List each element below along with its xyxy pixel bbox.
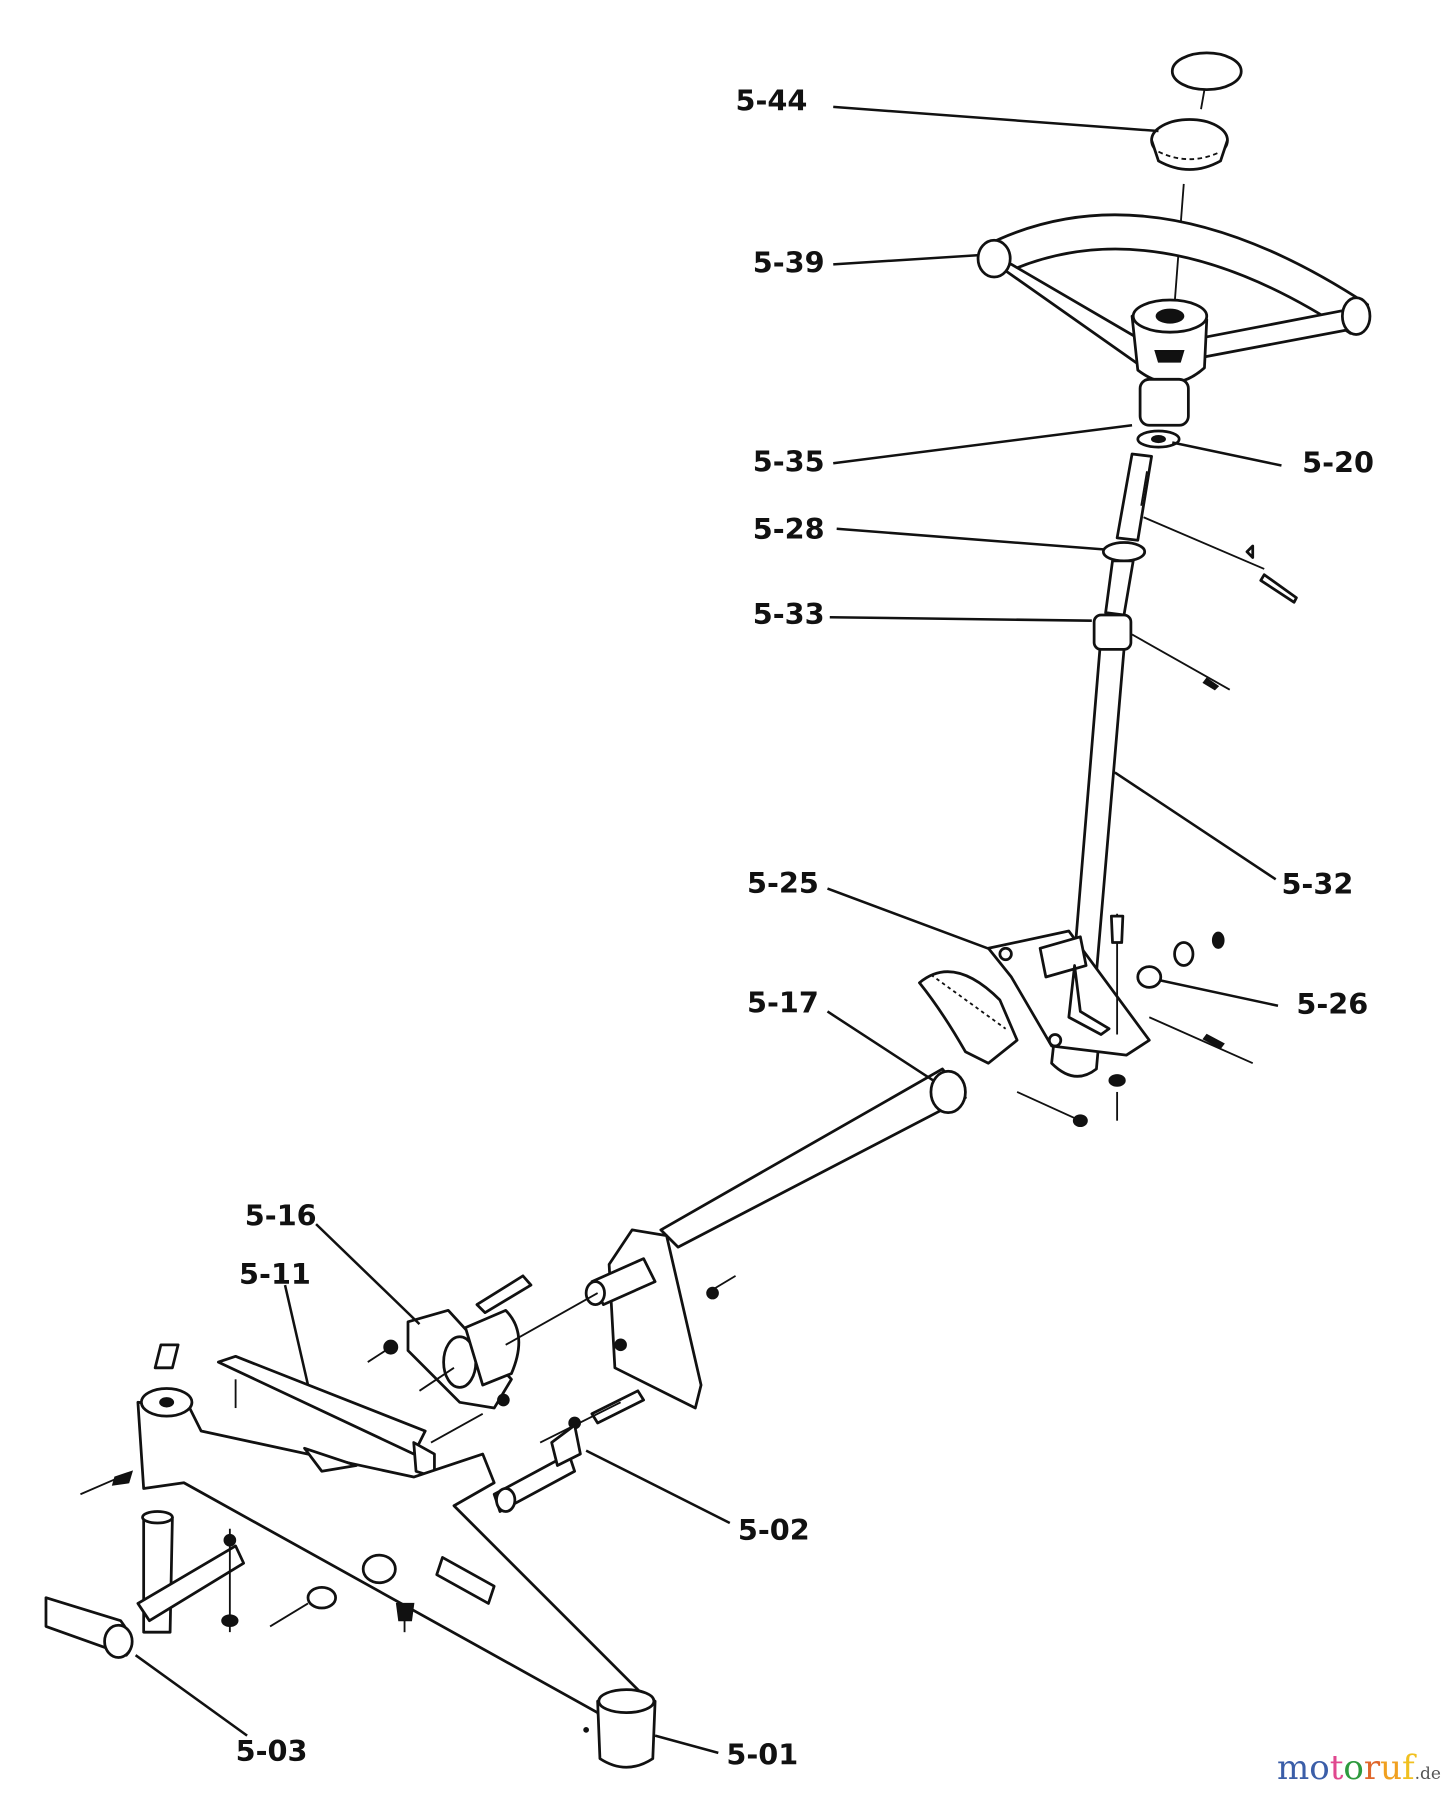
part-label-5-20: 5-20 — [1302, 445, 1374, 479]
steering-wheel-part — [976, 213, 1372, 385]
watermark-suffix: .de — [1414, 1764, 1441, 1784]
part-label-5-26: 5-26 — [1296, 987, 1368, 1021]
watermark-letter: o — [1309, 1748, 1330, 1788]
part-label-5-28: 5-28 — [753, 512, 825, 546]
front-axle-part — [80, 1343, 657, 1769]
watermark-letter: r — [1363, 1748, 1381, 1788]
horn-cap-part — [1150, 51, 1243, 380]
part-label-5-33: 5-33 — [753, 597, 825, 631]
sector-gear-part — [918, 913, 1254, 1128]
leader-lines — [134, 105, 1282, 1755]
part-label-5-11: 5-11 — [239, 1257, 311, 1291]
spindle-part — [44, 1510, 415, 1659]
part-label-5-17: 5-17 — [747, 986, 819, 1020]
part-label-5-01: 5-01 — [726, 1737, 798, 1771]
watermark-letter: m — [1276, 1748, 1310, 1788]
motoruf-watermark-logo: motoruf.de — [1277, 1748, 1441, 1788]
drag-link-part — [584, 1067, 967, 1410]
watermark-wordmark: motoruf — [1277, 1748, 1415, 1788]
part-label-5-02: 5-02 — [738, 1513, 810, 1547]
watermark-letter: t — [1329, 1748, 1344, 1788]
pivot-plate-part — [367, 1274, 645, 1444]
part-label-5-25: 5-25 — [747, 866, 819, 900]
watermark-letter: f — [1402, 1748, 1415, 1788]
part-label-5-39: 5-39 — [753, 245, 825, 279]
part-label-5-44: 5-44 — [736, 83, 808, 117]
part-label-5-16: 5-16 — [245, 1198, 317, 1232]
part-label-5-35: 5-35 — [753, 444, 825, 478]
part-label-5-32: 5-32 — [1281, 867, 1353, 901]
part-label-5-03: 5-03 — [236, 1734, 308, 1768]
tie-rod-part — [216, 1354, 484, 1479]
watermark-letter: u — [1380, 1748, 1403, 1788]
watermark-letter: o — [1343, 1748, 1364, 1788]
